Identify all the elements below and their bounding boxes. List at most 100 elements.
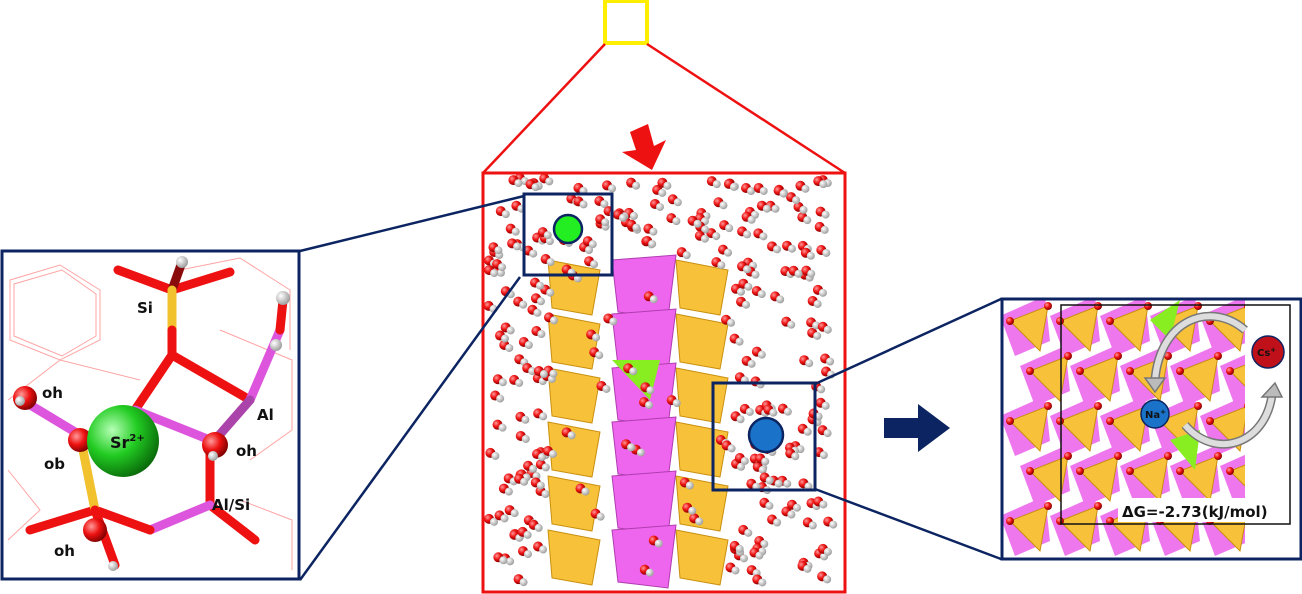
hydrogen-atom	[501, 210, 510, 219]
hydrogen-atom	[595, 351, 604, 360]
hydrogen-atom	[501, 334, 510, 343]
hydrogen-atom	[529, 249, 538, 258]
al-tetrahedron	[611, 254, 677, 319]
hydrogen-atom	[519, 300, 528, 309]
si-tetrahedron	[1029, 455, 1069, 503]
hydrogen-atom	[803, 564, 812, 573]
hydrogen-atom	[609, 317, 618, 326]
left-panel-frame	[0, 249, 301, 581]
hydrogen-atom	[658, 188, 667, 197]
hydrogen-atom	[725, 224, 734, 233]
hydrogen-atom	[773, 518, 782, 527]
green-tetrahedron	[1170, 430, 1200, 470]
oxygen-atom	[1206, 417, 1214, 425]
hydrogen-atom	[629, 211, 638, 220]
hydrogen-atom	[601, 218, 610, 227]
oxygen-atom	[1176, 367, 1184, 375]
hydrogen-atom	[727, 318, 736, 327]
label-oh-bottom: oh	[54, 542, 75, 560]
si-tetrahedron	[1029, 355, 1069, 403]
hydrogen-atom	[632, 181, 641, 190]
hydrogen-atom	[545, 177, 554, 186]
hydrogen-atom	[588, 240, 597, 249]
si-tetrahedron	[675, 529, 729, 586]
oxygen-atom	[1214, 352, 1222, 360]
hydrogen-atom	[543, 231, 552, 240]
hydrogen-atom	[737, 462, 746, 471]
hydrogen-atom	[739, 554, 748, 563]
si-tetrahedron	[1179, 455, 1219, 503]
hydrogen-atom	[537, 330, 546, 338]
hydrogen-atom	[759, 186, 768, 195]
hydrogen-atom	[632, 223, 641, 232]
hydrogen-atom	[685, 481, 694, 490]
hydrogen-atom	[807, 269, 816, 278]
hydrogen-atom	[538, 453, 547, 462]
oxygen-atom	[1106, 417, 1114, 425]
oxygen-atom	[1126, 467, 1134, 475]
sr-ion-sphere	[87, 405, 159, 477]
hydrogen-atom	[712, 180, 721, 189]
oxygen-atom	[1094, 502, 1102, 510]
hydrogen-atom	[619, 213, 628, 222]
si-tetrahedron	[675, 421, 729, 478]
si-tetrahedron	[1059, 405, 1099, 453]
hydrogen-atom	[735, 544, 744, 553]
hydrogen-atom	[539, 412, 548, 421]
al-tetrahedron	[611, 524, 677, 589]
exchange-site-box	[711, 381, 817, 492]
hydrogen-atom	[515, 378, 524, 387]
si-tetrahedron	[1059, 505, 1099, 553]
hydrogen-atom	[602, 384, 611, 393]
hydrogen-atom	[717, 261, 726, 270]
hydrogen-atom	[629, 367, 638, 376]
oxygen-atom	[1006, 317, 1014, 325]
hydrogen-atom	[744, 282, 753, 291]
oxygen-atom	[1056, 417, 1064, 425]
si-tetrahedron	[1009, 505, 1049, 553]
hydrogen-atom	[724, 248, 733, 257]
hydrogen-atom	[663, 181, 672, 190]
hydrogen-atom	[719, 201, 728, 210]
oxygen-atom	[1044, 402, 1052, 410]
hydrogen-atom	[818, 288, 827, 297]
hydrogen-atom	[729, 182, 738, 191]
hydrogen-atom	[541, 489, 550, 498]
hydrogen-atom	[539, 545, 548, 554]
hydrogen-atom	[506, 326, 515, 335]
label-al: Al	[257, 406, 274, 424]
label-sr: Sr2+	[110, 433, 145, 452]
label-ob: ob	[44, 455, 65, 473]
hydrogen-atom	[700, 234, 709, 243]
oxygen-atom	[1214, 452, 1222, 460]
hydrogen-atom	[776, 295, 785, 304]
hydrogen-atom	[531, 183, 540, 192]
hydrogen-atom	[823, 575, 832, 584]
hydrogen-atom	[758, 578, 767, 587]
hydrogen-atom	[499, 556, 508, 565]
zoom-origin-square	[603, 0, 649, 45]
si-tetrahedron	[1109, 305, 1149, 353]
hydrogen-atom	[826, 357, 835, 366]
label-oh-right: oh	[236, 442, 257, 460]
na-ion	[1140, 399, 1170, 429]
oxygen-atom	[1106, 317, 1114, 325]
si-tetrahedron	[675, 259, 729, 316]
hydrogen-atom	[747, 359, 756, 368]
hydrogen-atom	[513, 242, 522, 251]
cs-ion	[1251, 335, 1285, 369]
hydrogen-atom	[510, 509, 519, 518]
hydrogen-atom	[794, 269, 803, 278]
hydrogen-atom	[819, 451, 828, 460]
central-frame	[481, 171, 847, 594]
hydrogen-atom	[823, 325, 832, 334]
oxygen-atom	[1176, 467, 1184, 475]
hydrogen-atom	[539, 370, 548, 379]
hydrogen-atom	[742, 300, 751, 309]
si-tetrahedron	[1079, 455, 1119, 503]
hydrogen-atom	[747, 187, 756, 196]
hydrogen-atom	[760, 539, 769, 548]
oxygen-atom	[1164, 352, 1172, 360]
si-tetrahedron	[1109, 405, 1149, 453]
